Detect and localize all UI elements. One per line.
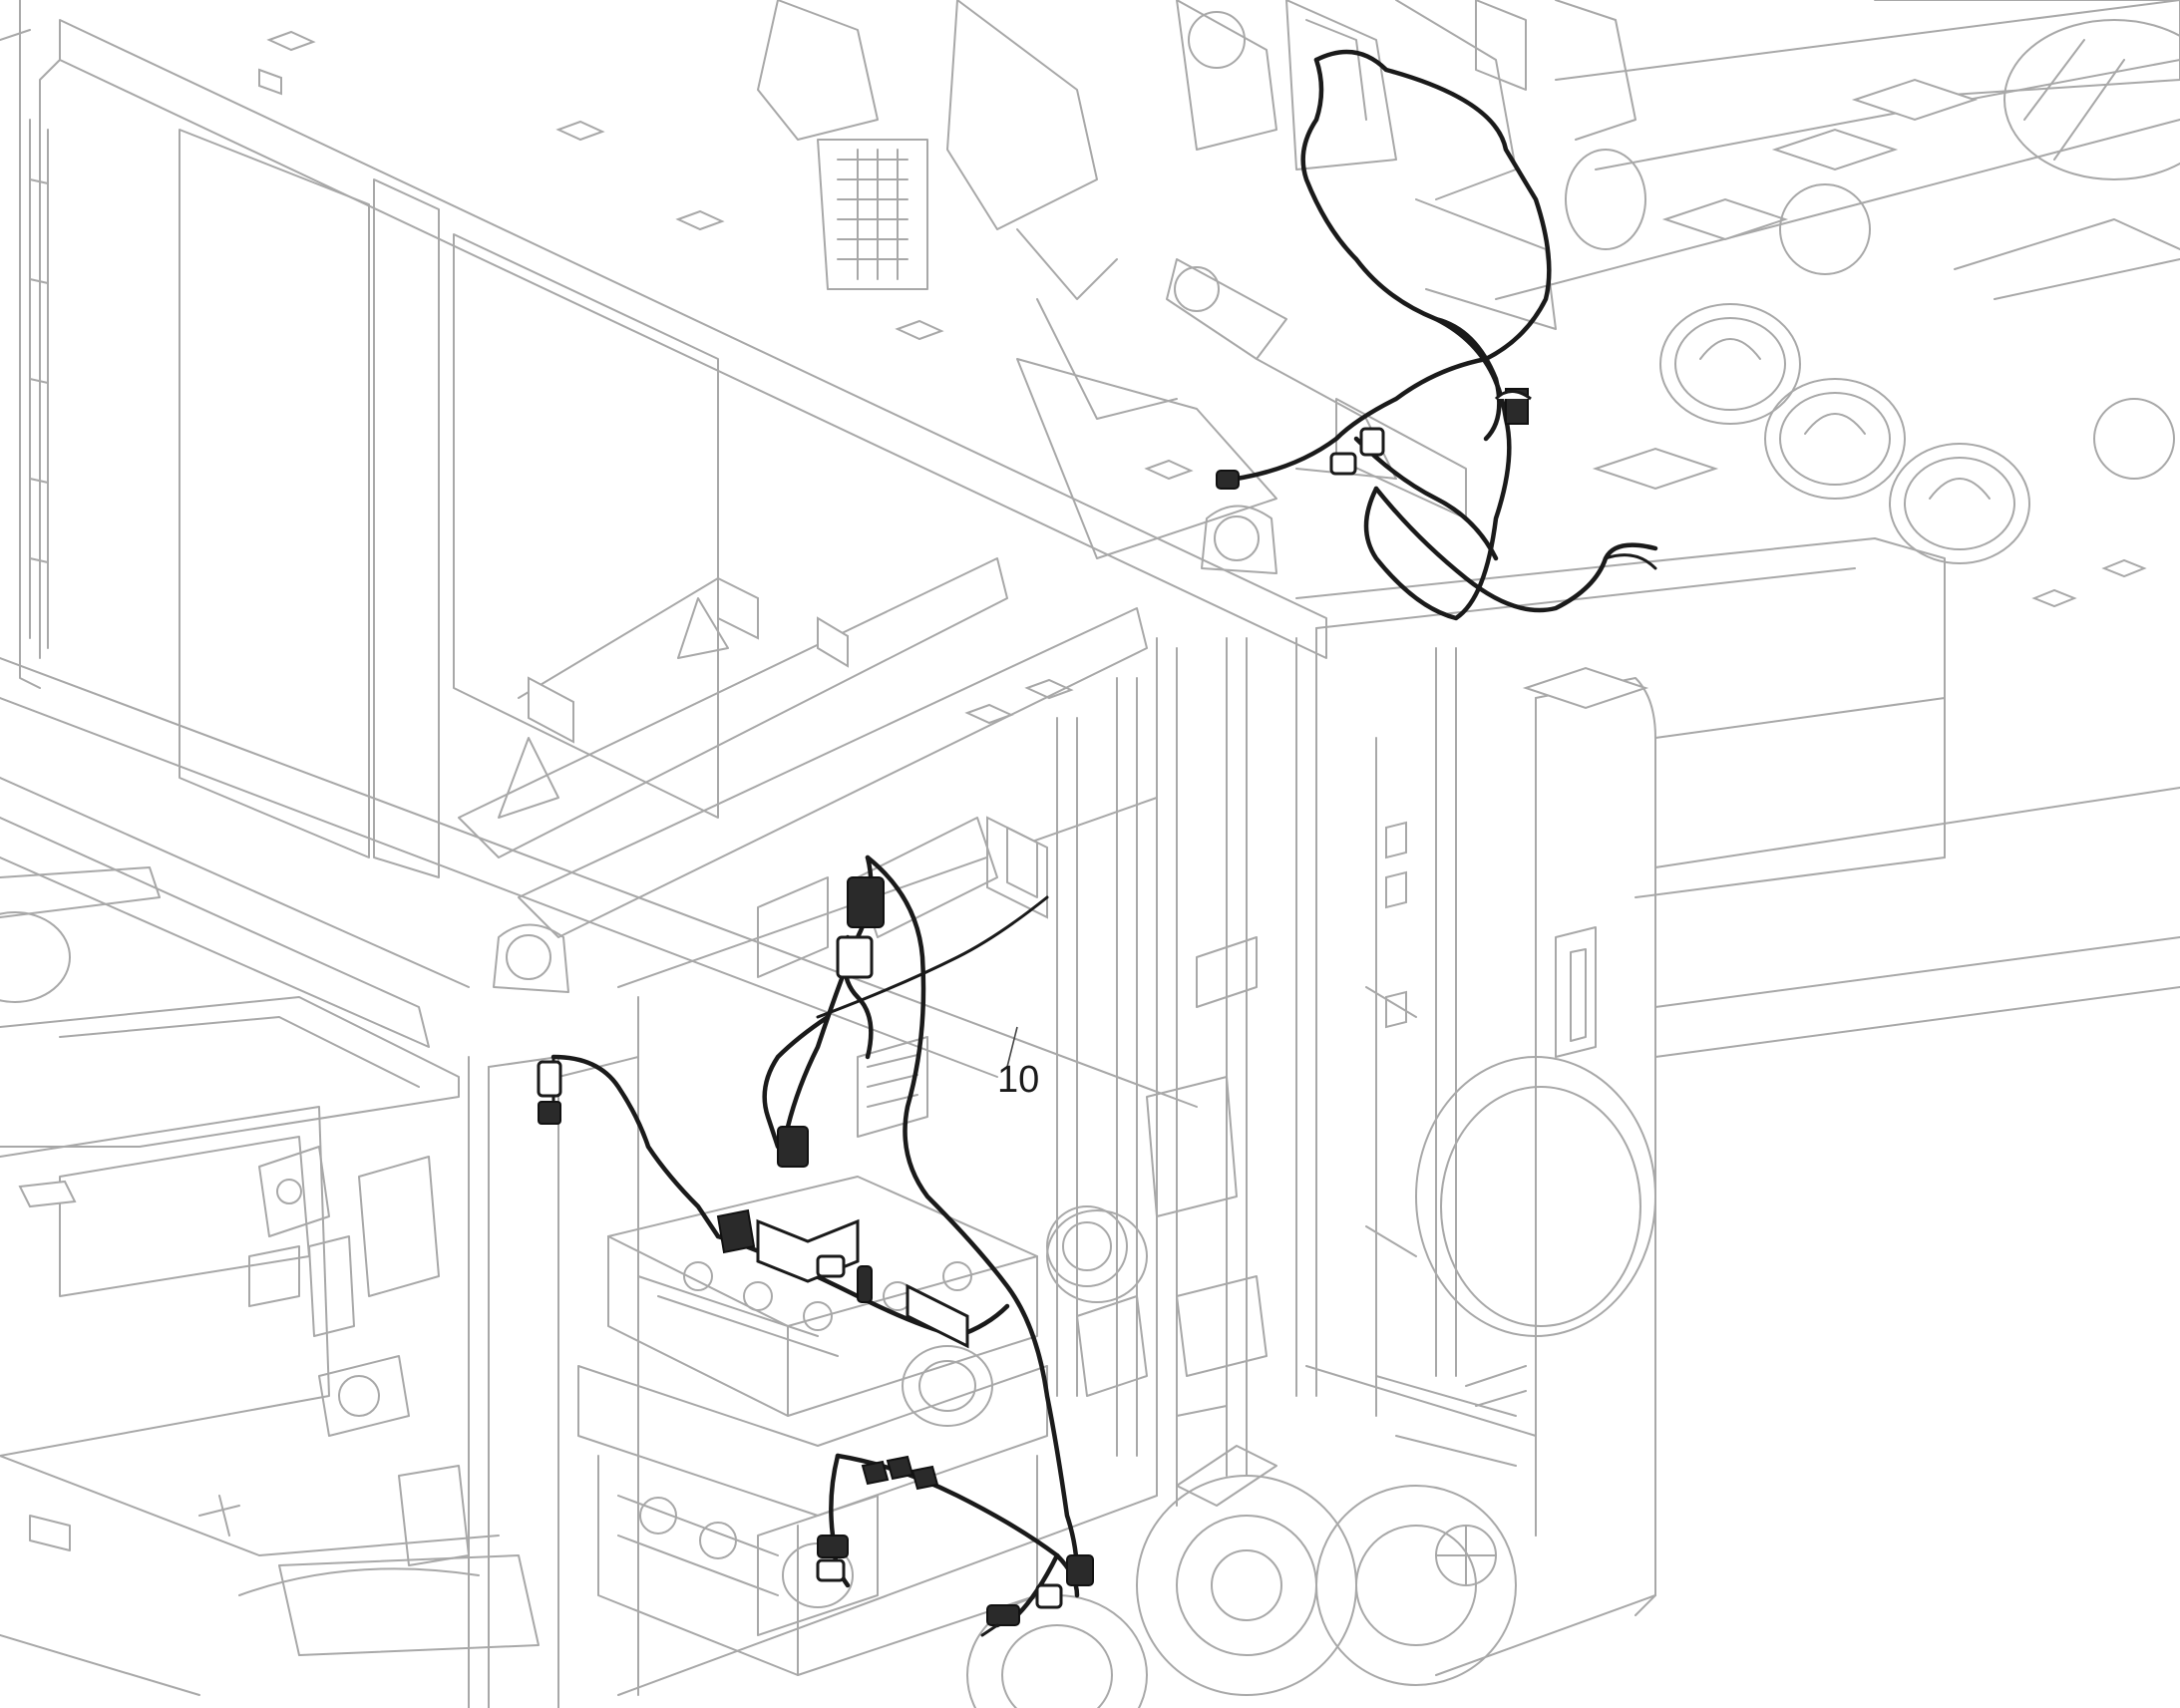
harness-connector (716, 1208, 756, 1254)
harness-connector (1359, 427, 1385, 457)
wiring-harness (537, 49, 1658, 1637)
harness-bracket (906, 1283, 969, 1349)
harness-connector (537, 1060, 562, 1098)
part-callout-label: 10 (997, 1059, 1039, 1101)
harness-connector (816, 1254, 846, 1278)
harness-connector (538, 1101, 561, 1125)
harness-connector (777, 1126, 809, 1168)
upper-machinery (757, 0, 1646, 559)
harness-connector (986, 1604, 1020, 1626)
harness-connector (836, 935, 874, 979)
harness-connector (816, 1558, 846, 1582)
harness-connector (1066, 1554, 1094, 1586)
harness-connector (847, 876, 885, 928)
central-cabinet (198, 677, 1517, 1708)
part-callout-group: 10 (997, 1026, 1039, 1101)
right-tank-body (1156, 0, 2180, 1676)
harness-connector (1329, 452, 1357, 476)
left-frame-structure (0, 0, 1327, 1696)
harness-connector (857, 1265, 873, 1303)
harness-connector-row (861, 1455, 939, 1491)
harness-connector (1216, 470, 1240, 490)
harness-connector (1035, 1583, 1063, 1609)
harness-connector (817, 1535, 849, 1558)
